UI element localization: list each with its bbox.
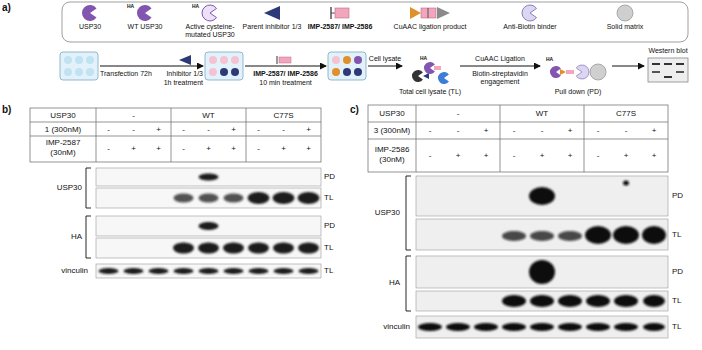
table-cell: +	[149, 125, 169, 135]
table-cell: -	[503, 126, 525, 136]
table-cell: -	[615, 126, 637, 136]
table-cell: -	[531, 126, 553, 136]
table-cell: -	[124, 125, 144, 135]
fraction-label: TL	[672, 230, 692, 240]
fraction-label: PD	[672, 191, 692, 201]
step-label: IMP-2587/ IMP-2586	[244, 70, 328, 78]
table-header: -	[119, 111, 149, 121]
table-cell: -	[249, 144, 269, 154]
table-cell: -	[249, 125, 269, 135]
table-cell: +	[615, 151, 637, 161]
blot-label: HA	[356, 278, 400, 288]
step-label: Total cell lysate (TL)	[388, 88, 472, 96]
tag-label: HA	[420, 55, 434, 61]
table-cell: +	[124, 144, 144, 154]
table-cell: +	[299, 125, 319, 135]
tag-label: HA	[192, 3, 206, 9]
table-cell: +	[199, 144, 219, 154]
blot-label: USP30	[356, 208, 400, 218]
step-label: 1h treatment	[150, 79, 203, 87]
table-cell: +	[643, 151, 665, 161]
legend-label: Anti-Biotin binder	[493, 23, 567, 31]
fraction-label: PD	[672, 267, 692, 277]
fraction-label: TL	[672, 322, 692, 332]
step-label: 10 min treatment	[244, 79, 328, 87]
treatment-table	[30, 108, 321, 162]
legend-label: Solid matrix	[595, 23, 655, 31]
table-cell: -	[447, 126, 469, 136]
table-cell: -	[199, 125, 219, 135]
legend-label: Active cysteine-mutated USP30	[173, 23, 247, 40]
table-header: -	[443, 109, 473, 119]
table-cell: +	[224, 125, 244, 135]
panel-letter: b)	[2, 104, 26, 116]
table-cell: -	[174, 125, 194, 135]
table-cell: +	[475, 126, 497, 136]
step-label: Biotin-streptavidin engagement	[461, 70, 539, 87]
legend-panel	[62, 2, 688, 42]
legend-label: IMP-2587/ IMP-2586	[298, 23, 382, 31]
step-label: Transfection 72h	[100, 70, 160, 78]
step-label: CuAAC Ligation	[460, 55, 540, 63]
table-cell: +	[447, 151, 469, 161]
step-label: Western blot	[645, 47, 691, 55]
fraction-label: TL	[672, 296, 692, 306]
table-cell: -	[587, 151, 609, 161]
table-header: USP30	[33, 111, 93, 121]
table-header: WT	[527, 109, 557, 119]
workflow-art	[60, 52, 688, 84]
table-cell: IMP-2587 (30nM)	[40, 138, 86, 157]
table-header: C77S	[606, 109, 646, 119]
fraction-label: PD	[324, 172, 344, 182]
table-cell: -	[587, 126, 609, 136]
legend-label: USP30	[65, 23, 115, 31]
table-cell: +	[475, 151, 497, 161]
table-header: WT	[194, 111, 224, 121]
treatment-table	[368, 105, 668, 172]
step-label: Pull down (PD)	[543, 88, 613, 96]
western-blot	[86, 168, 321, 278]
blot-label: vinculin	[350, 322, 410, 332]
table-cell: -	[503, 151, 525, 161]
step-label: Cell lysate	[365, 55, 405, 63]
fraction-label: TL	[324, 193, 344, 203]
panel-letter: c)	[350, 104, 374, 116]
table-cell: +	[643, 126, 665, 136]
table-cell: -	[419, 126, 441, 136]
table-cell: -	[274, 125, 294, 135]
western-blot	[406, 176, 668, 338]
tag-label: HA	[546, 56, 560, 62]
legend-label: CuAAC ligation product	[385, 23, 475, 31]
fraction-label: TL	[324, 243, 344, 253]
table-cell: +	[559, 151, 581, 161]
table-cell: +	[149, 144, 169, 154]
table-cell: -	[419, 151, 441, 161]
panel-letter: a)	[2, 2, 26, 14]
table-cell: +	[299, 144, 319, 154]
table-cell: -	[99, 144, 119, 154]
legend-label: Parent inhibitor 1/3	[241, 23, 303, 31]
blot-label: USP30	[36, 183, 82, 193]
blot-label: vinculin	[26, 266, 88, 276]
table-cell: -	[99, 125, 119, 135]
table-cell: IMP-2586 (30nM)	[369, 145, 415, 164]
step-label: Inhibitor 1/3	[150, 70, 203, 78]
table-cell: 1 (300nM)	[31, 125, 95, 135]
legend-label: WT USP30	[120, 23, 170, 31]
tag-label: HA	[127, 3, 141, 9]
fraction-label: TL	[324, 266, 344, 276]
table-cell: +	[274, 144, 294, 154]
blot-label: HA	[36, 232, 82, 242]
table-cell: +	[531, 151, 553, 161]
fraction-label: PD	[324, 221, 344, 231]
table-header: USP30	[369, 109, 415, 119]
table-cell: +	[224, 144, 244, 154]
table-cell: 3 (300nM)	[368, 126, 416, 136]
table-cell: -	[174, 144, 194, 154]
table-header: C77S	[264, 111, 304, 121]
table-cell: +	[559, 126, 581, 136]
